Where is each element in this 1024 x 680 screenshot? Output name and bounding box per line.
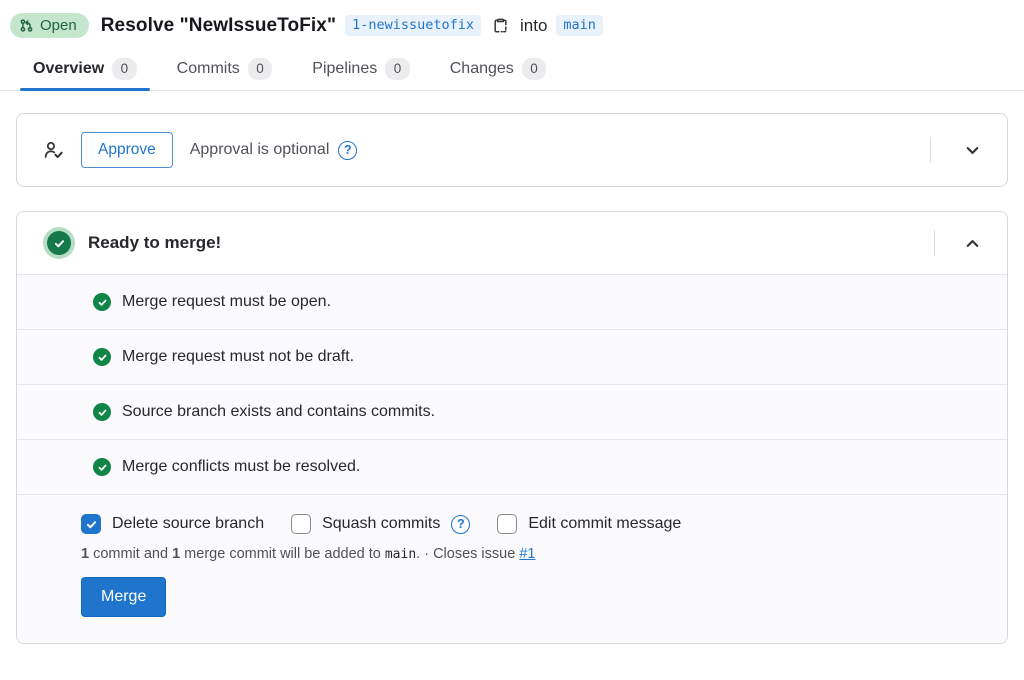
approve-button[interactable]: Approve [81,132,173,168]
target-branch-badge: main [556,14,603,37]
tab-pipelines[interactable]: Pipelines 0 [299,48,422,90]
tab-changes-count: 0 [521,58,547,80]
check-success-icon [93,293,111,311]
merge-options: Delete source branch Squash commits ? Ed… [81,514,991,534]
merge-request-icon [19,18,34,33]
merge-widget-header: Ready to merge! [17,212,1007,274]
approval-widget: Approve Approval is optional ? [16,113,1008,187]
check-success-icon [93,403,111,421]
status-badge: Open [10,13,89,38]
checkbox-unchecked-icon[interactable] [291,514,312,534]
status-badge-label: Open [40,17,77,34]
divider [934,230,935,256]
merge-check-text: Merge request must not be draft. [122,348,355,365]
tab-overview-label: Overview [33,60,105,77]
merge-check-text: Merge conflicts must be resolved. [122,458,361,475]
approval-user-icon [43,140,64,161]
approval-help-icon[interactable]: ? [338,140,358,160]
option-squash-commits[interactable]: Squash commits ? [291,514,471,534]
merge-check-row: Merge request must not be draft. [17,329,1007,384]
merge-footer: Delete source branch Squash commits ? Ed… [17,494,1007,643]
tab-overview[interactable]: Overview 0 [20,48,150,91]
tab-changes[interactable]: Changes 0 [437,48,560,90]
option-delete-source-branch[interactable]: Delete source branch [81,514,264,534]
checkbox-unchecked-icon[interactable] [497,514,518,534]
checkbox-checked-icon[interactable] [81,514,101,534]
merge-check-row: Merge conflicts must be resolved. [17,439,1007,494]
mr-tabs: Overview 0 Commits 0 Pipelines 0 Changes… [0,48,1024,91]
tab-commits-count: 0 [247,58,273,80]
chevron-down-icon [964,142,981,159]
tab-changes-label: Changes [449,60,514,77]
option-label: Squash commits [322,515,441,532]
into-label: into [520,15,548,35]
copy-branch-button[interactable] [490,15,511,36]
merge-check-row: Source branch exists and contains commit… [17,384,1007,439]
merge-widget-collapse-button[interactable] [948,231,997,256]
source-branch-badge: 1-newissuetofix [345,14,481,37]
option-label: Edit commit message [528,515,682,532]
approval-note: Approval is optional ? [190,140,358,160]
commit-count: 1 [81,546,90,562]
merge-commit-count: 1 [172,546,181,562]
target-branch-name: main [384,547,417,562]
check-circle-icon [47,231,71,255]
check-success-icon [93,348,111,366]
option-label: Delete source branch [112,515,265,532]
merge-summary: 1 commit and 1 merge commit will be adde… [81,546,536,562]
copy-icon [492,17,509,34]
merge-button[interactable]: Merge [81,577,167,617]
merge-widget: Ready to merge! Merge request must be op… [16,211,1008,644]
merge-check-text: Source branch exists and contains commit… [122,403,436,420]
ready-status-icon [43,227,75,259]
approval-expand-button[interactable] [948,138,997,163]
merge-check-row: Merge request must be open. [17,274,1007,329]
divider [930,137,931,163]
merge-widget-body: Merge request must be open. Merge reques… [17,274,1007,643]
squash-help-icon[interactable]: ? [451,514,471,534]
option-edit-commit-message[interactable]: Edit commit message [497,514,681,534]
merge-check-text: Merge request must be open. [122,293,332,310]
tab-commits[interactable]: Commits 0 [164,48,286,90]
tab-pipelines-count: 0 [385,58,410,80]
tab-pipelines-label: Pipelines [312,60,378,77]
chevron-up-icon [964,235,981,252]
check-success-icon [93,458,111,476]
tab-commits-label: Commits [176,60,240,77]
closes-issue-link[interactable]: #1 [519,546,536,562]
mr-header: Open Resolve "NewIssueToFix" 1-newissuet… [0,0,1024,48]
mr-title: Resolve "NewIssueToFix" [100,14,337,36]
tab-overview-count: 0 [112,58,137,80]
merge-widget-heading: Ready to merge! [88,233,222,252]
